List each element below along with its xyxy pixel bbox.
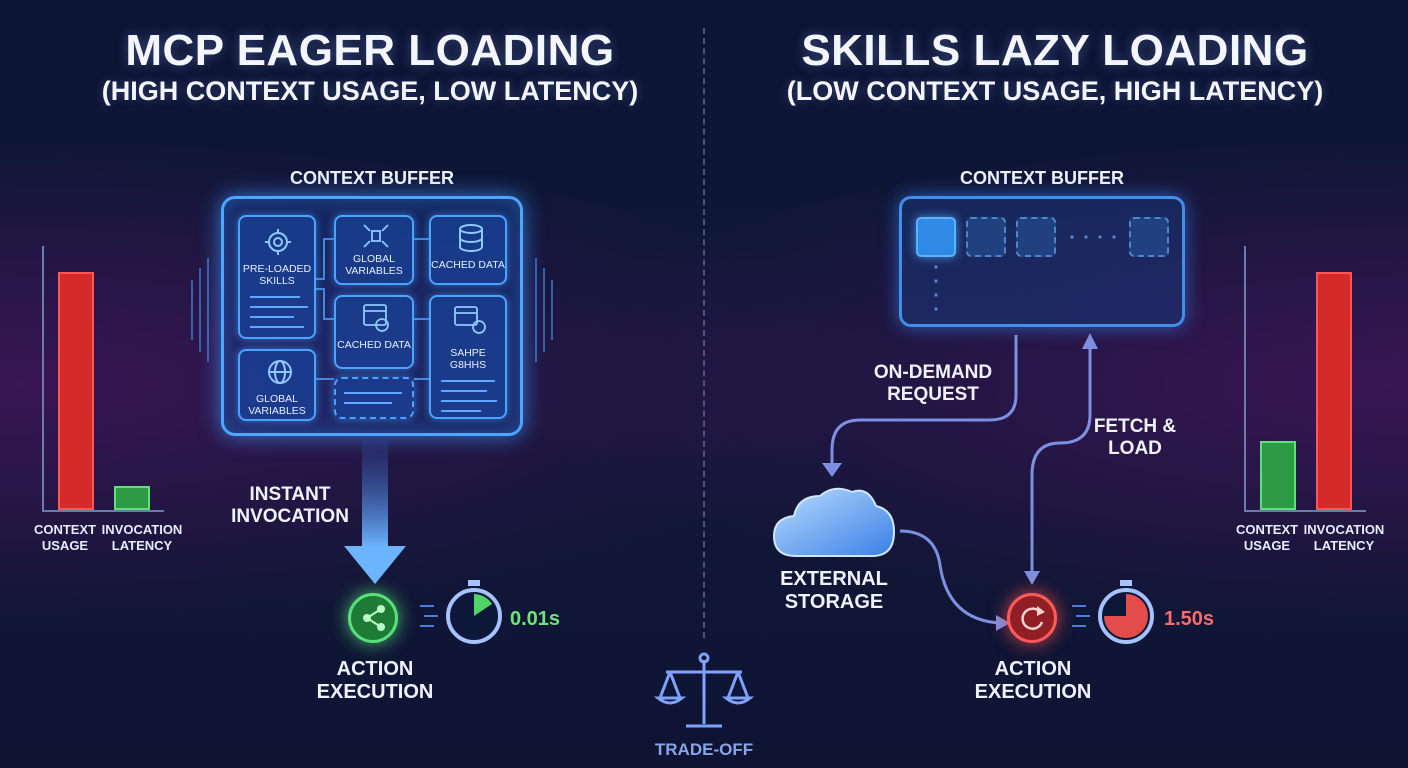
stopwatch-slow-icon bbox=[1072, 580, 1154, 644]
instant-invocation-arrow bbox=[344, 440, 406, 584]
left-action-label: ACTION EXECUTION bbox=[316, 658, 434, 703]
fetch-load-label: FETCH & LOAD bbox=[1093, 416, 1177, 459]
left-chart-label-context: CONTEXT USAGE bbox=[33, 522, 97, 553]
text-lines-icon bbox=[250, 296, 308, 328]
stopwatch-fast-icon bbox=[420, 580, 502, 644]
right-bar-invocation-latency bbox=[1316, 272, 1352, 510]
cell-empty-slot bbox=[334, 377, 414, 419]
cell-global-variables-bottom-label: GLOBAL VARIABLES bbox=[248, 393, 306, 418]
text-lines-icon bbox=[441, 380, 497, 412]
right-chart-label-latency: INVOCATION LATENCY bbox=[1303, 522, 1385, 553]
cell-cached-data-top: CACHED DATA bbox=[429, 215, 507, 285]
buffer-glow-lines bbox=[191, 258, 209, 362]
globe-icon bbox=[268, 360, 292, 384]
action-execution-fast-icon bbox=[348, 593, 398, 643]
buffer-connectors bbox=[316, 238, 429, 380]
cell-sample-skills: SAHPE G8HHS bbox=[429, 295, 507, 419]
right-chart-label-context: CONTEXT USAGE bbox=[1235, 522, 1299, 553]
tradeoff-label: TRADE-OFF bbox=[654, 740, 754, 759]
left-buffer-label: CONTEXT BUFFER bbox=[290, 168, 454, 188]
cloud-icon bbox=[772, 487, 896, 557]
cell-global-variables-top-label: GLOBAL VARIABLES bbox=[345, 253, 403, 278]
left-subtitle: (HIGH CONTEXT USAGE, LOW LATENCY) bbox=[101, 76, 639, 106]
share-nodes-icon bbox=[363, 605, 385, 631]
right-action-label: ACTION EXECUTION bbox=[974, 658, 1092, 703]
left-chart-label-latency: INVOCATION LATENCY bbox=[101, 522, 183, 553]
right-time: 1.50s bbox=[1164, 608, 1215, 630]
cell-preloaded-skills: PRE-LOADED SKILLS bbox=[238, 215, 316, 339]
ellipsis-dots bbox=[1070, 235, 1116, 239]
external-storage-label: EXTERNAL STORAGE bbox=[780, 568, 888, 613]
right-bar-context-usage bbox=[1260, 441, 1296, 510]
window-code-icon bbox=[454, 306, 486, 334]
left-bar-context-usage bbox=[58, 272, 94, 510]
cell-sample-label: SAHPE G8HHS bbox=[449, 347, 487, 372]
gear-icon bbox=[265, 229, 291, 255]
left-title: MCP EAGER LOADING bbox=[125, 26, 615, 75]
lazy-flow-arrows bbox=[822, 333, 1098, 631]
right-bar-chart bbox=[1244, 246, 1366, 512]
cell-global-variables-top: GLOBAL VARIABLES bbox=[334, 215, 414, 285]
left-bar-chart bbox=[42, 246, 164, 512]
buffer-slot-filled bbox=[916, 217, 956, 257]
center-divider bbox=[703, 28, 705, 638]
text-lines-icon bbox=[344, 392, 402, 404]
window-gear-icon bbox=[363, 304, 389, 332]
on-demand-request-label: ON-DEMAND REQUEST bbox=[873, 362, 993, 405]
cell-cached-data-mid: CACHED DATA bbox=[334, 295, 414, 369]
left-context-buffer: PRE-LOADED SKILLS GLOBAL VARIABLES CACHE… bbox=[221, 196, 523, 436]
network-icon bbox=[363, 224, 389, 248]
instant-invocation-label: INSTANT INVOCATION bbox=[231, 484, 349, 527]
cell-cached-data-mid-label: CACHED DATA bbox=[337, 339, 411, 351]
buffer-slot-empty bbox=[1129, 217, 1169, 257]
cell-preloaded-label: PRE-LOADED SKILLS bbox=[242, 263, 312, 288]
action-execution-slow-icon bbox=[1007, 593, 1057, 643]
vertical-dots bbox=[934, 265, 938, 311]
right-context-buffer bbox=[899, 196, 1185, 327]
right-subtitle: (LOW CONTEXT USAGE, HIGH LATENCY) bbox=[786, 76, 1324, 106]
right-buffer-label: CONTEXT BUFFER bbox=[960, 168, 1124, 188]
cell-global-variables-bottom: GLOBAL VARIABLES bbox=[238, 349, 316, 421]
left-time: 0.01s bbox=[510, 608, 561, 630]
cell-cached-data-top-label: CACHED DATA bbox=[431, 259, 505, 271]
left-bar-invocation-latency bbox=[114, 486, 150, 510]
buffer-slot-empty bbox=[1016, 217, 1056, 257]
buffer-glow-lines-right bbox=[535, 258, 553, 362]
right-title: SKILLS LAZY LOADING bbox=[801, 26, 1309, 75]
database-icon bbox=[459, 224, 483, 252]
buffer-slot-empty bbox=[966, 217, 1006, 257]
balance-scale-icon bbox=[654, 652, 754, 728]
refresh-icon bbox=[1021, 606, 1045, 630]
